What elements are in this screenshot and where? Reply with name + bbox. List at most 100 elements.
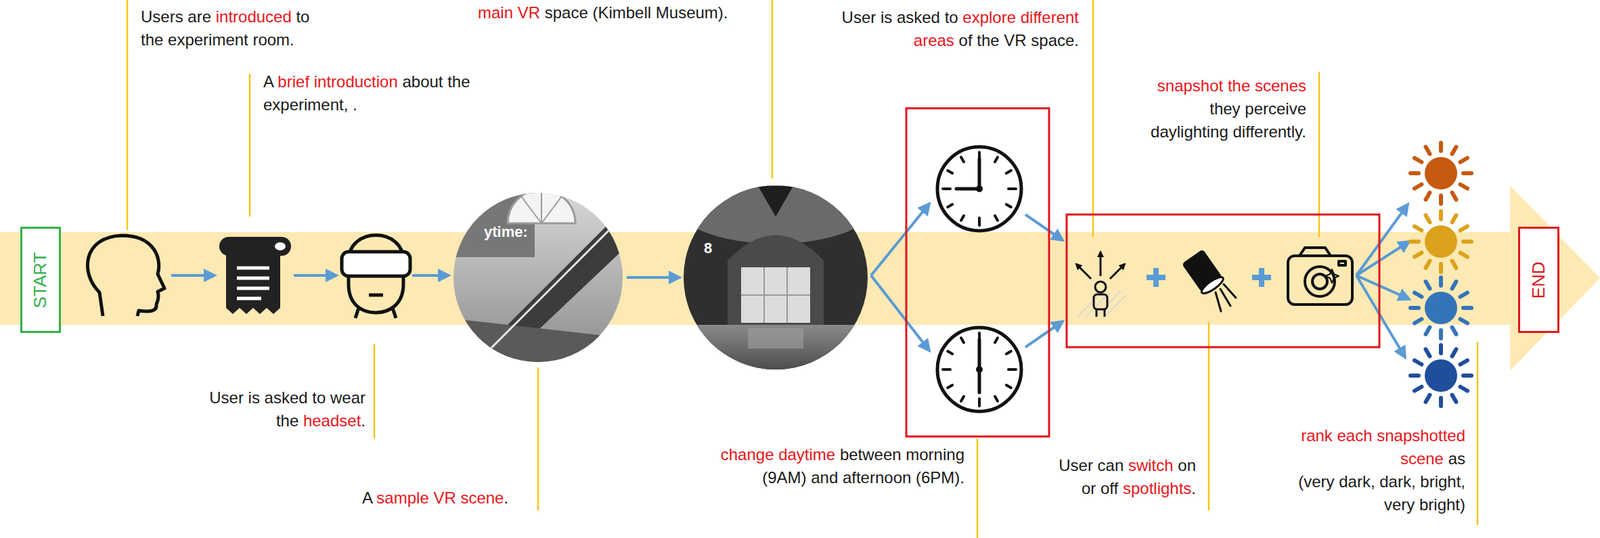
scene-circle: ytime: xyxy=(453,192,623,363)
callout-text: rank each snapshotted scene as (very dar… xyxy=(1298,424,1466,517)
spotlight-icon xyxy=(1215,292,1221,312)
vr-headset-icon xyxy=(341,235,411,319)
clock-icon xyxy=(942,332,1016,407)
clock-icon xyxy=(975,185,983,193)
explore-icon xyxy=(1076,251,1125,279)
vr-headset-icon xyxy=(368,293,384,298)
callout-text: User is asked to explore different areas… xyxy=(841,6,1079,53)
highlight-word: areas xyxy=(913,31,955,50)
flow-arrows xyxy=(1025,321,1063,348)
callout-text: main VR space (Kimbell Museum). xyxy=(477,1,728,25)
group-frame xyxy=(1066,214,1380,348)
scene-circle: 8 xyxy=(683,185,868,370)
clock-icon xyxy=(978,369,982,393)
sample-scene-picture xyxy=(446,318,630,366)
leader-lines xyxy=(537,367,540,511)
camera-icon xyxy=(1287,255,1353,305)
highlight-word: snapshotted xyxy=(1376,426,1466,445)
highlight-word: the xyxy=(1227,76,1251,95)
highlight-word: daytime xyxy=(778,445,836,464)
document-icon xyxy=(219,236,292,315)
museum-picture xyxy=(727,235,824,327)
clock-icon xyxy=(975,366,983,373)
clock-icon xyxy=(937,146,1022,231)
camera-icon xyxy=(1299,247,1331,256)
document-icon xyxy=(236,266,270,271)
flow-arrow xyxy=(626,276,680,279)
spotlight-icon xyxy=(1181,249,1226,296)
flow-arrows xyxy=(871,275,930,351)
clock-icon xyxy=(978,159,982,189)
sun-icon xyxy=(1410,211,1472,273)
sample-scene-picture xyxy=(507,189,576,224)
sun-icon xyxy=(1410,277,1472,339)
callout-text: User can switch on or off spotlights. xyxy=(1058,454,1196,501)
highlight-word: each xyxy=(1337,426,1373,445)
clock-icon xyxy=(937,327,1022,412)
callout-text: A brief introduction about the experimen… xyxy=(263,70,471,117)
highlight-word: scenes xyxy=(1254,76,1307,95)
leader-lines xyxy=(126,0,129,231)
sample-scene-picture xyxy=(473,226,613,366)
callout-text: change daytime between morning (9AM) and… xyxy=(720,443,965,490)
document-icon xyxy=(236,268,270,299)
callout-text: Users are introduced to the experiment r… xyxy=(140,5,310,52)
flow-arrows xyxy=(293,274,337,277)
camera-icon xyxy=(1338,261,1346,266)
highlight-word: spotlights xyxy=(1122,479,1192,498)
spotlight-icon xyxy=(1181,249,1236,312)
explore-icon xyxy=(1076,251,1127,317)
highlight-word: headset xyxy=(303,411,361,430)
node-text: 8 xyxy=(703,239,713,258)
highlight-word: introduced xyxy=(215,7,292,26)
leader-lines xyxy=(976,438,979,538)
camera-icon xyxy=(1325,269,1339,283)
highlight-word: rank xyxy=(1300,426,1333,445)
callout-text: A sample VR scene. xyxy=(362,486,509,510)
clock-icon xyxy=(937,327,1022,412)
highlight-word: VR xyxy=(517,3,541,22)
node-text: START xyxy=(29,251,51,308)
head-icon xyxy=(87,235,165,317)
highlight-word: switch xyxy=(1128,456,1174,475)
leader-lines xyxy=(127,0,1478,538)
sun-icon xyxy=(1410,345,1472,407)
clock-icon xyxy=(978,339,982,370)
document-icon xyxy=(236,297,262,301)
sun-icon xyxy=(1424,359,1458,392)
highlight-word: scene xyxy=(460,488,504,507)
highlight-word: brief xyxy=(277,72,310,91)
highlight-word: VR xyxy=(433,488,456,507)
sun-icon xyxy=(1424,225,1458,258)
leader-lines xyxy=(1476,341,1479,526)
end-box: END xyxy=(1518,226,1560,333)
leader-lines xyxy=(249,73,252,217)
explore-icon xyxy=(1076,263,1092,279)
spotlight-icon xyxy=(1223,284,1236,298)
sun-icon xyxy=(1410,142,1472,204)
spotlight-icon xyxy=(1215,284,1236,312)
museum-picture xyxy=(741,267,811,323)
highlight-word: different xyxy=(1020,8,1079,27)
document-icon xyxy=(236,286,270,291)
sample-scene-picture xyxy=(446,189,630,366)
document-icon xyxy=(219,236,292,256)
vr-headset-icon xyxy=(355,307,396,319)
leader-lines xyxy=(1092,0,1095,237)
museum-picture xyxy=(741,267,811,323)
museum-picture xyxy=(741,294,811,296)
sun-icon xyxy=(1424,157,1458,190)
museum-picture xyxy=(674,162,880,373)
vr-headset-icon xyxy=(341,251,411,277)
start-box: START xyxy=(20,226,61,333)
sample-scene-picture xyxy=(446,189,630,366)
flow-arrows xyxy=(871,203,930,276)
node-text: ytime: xyxy=(483,223,528,241)
leader-lines xyxy=(1318,71,1321,237)
camera-icon xyxy=(1287,247,1353,305)
highlight-word: main xyxy=(477,3,514,22)
highlight-word: sample xyxy=(376,488,429,507)
sun-icon xyxy=(1410,277,1472,339)
document-icon xyxy=(226,246,281,315)
